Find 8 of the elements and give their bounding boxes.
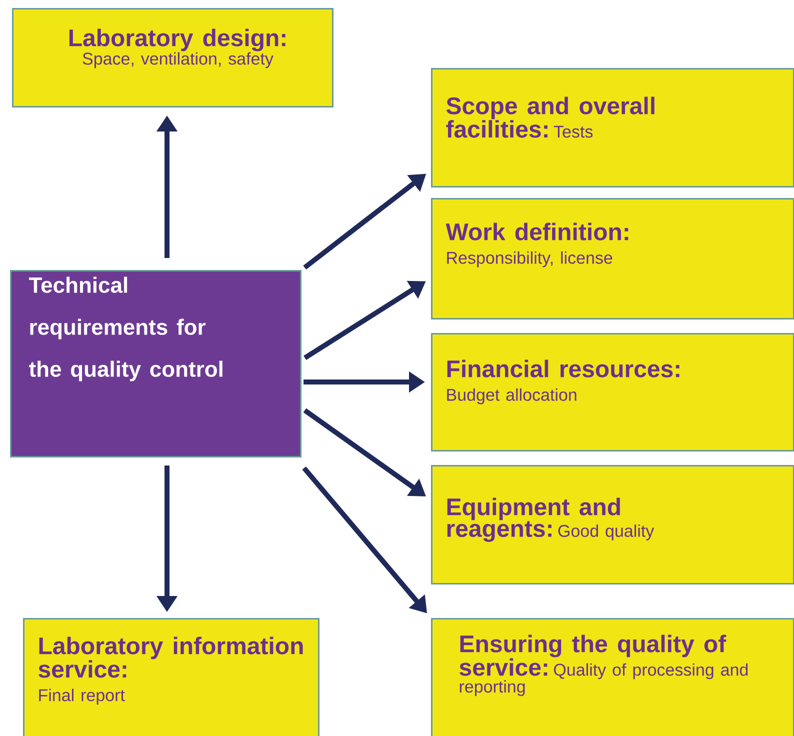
- topic-box: Scope and overall facilities: Tests: [431, 68, 794, 188]
- topic-box: Financial resources: Budget allocation: [431, 333, 794, 452]
- topic-box: Work definition: Responsibility, license: [431, 198, 794, 320]
- topic-box: Laboratory design: Space, ventilation, safety: [12, 8, 334, 108]
- topic-box: Ensuring the quality of service: Quality of processing and reporting: [431, 618, 794, 736]
- topic-box: Equipment and reagents: Good quality: [431, 465, 794, 584]
- topic-box: Laboratory information service: Final report: [23, 618, 320, 736]
- requirement-box: Technical requirements for the quality control: [10, 270, 302, 458]
